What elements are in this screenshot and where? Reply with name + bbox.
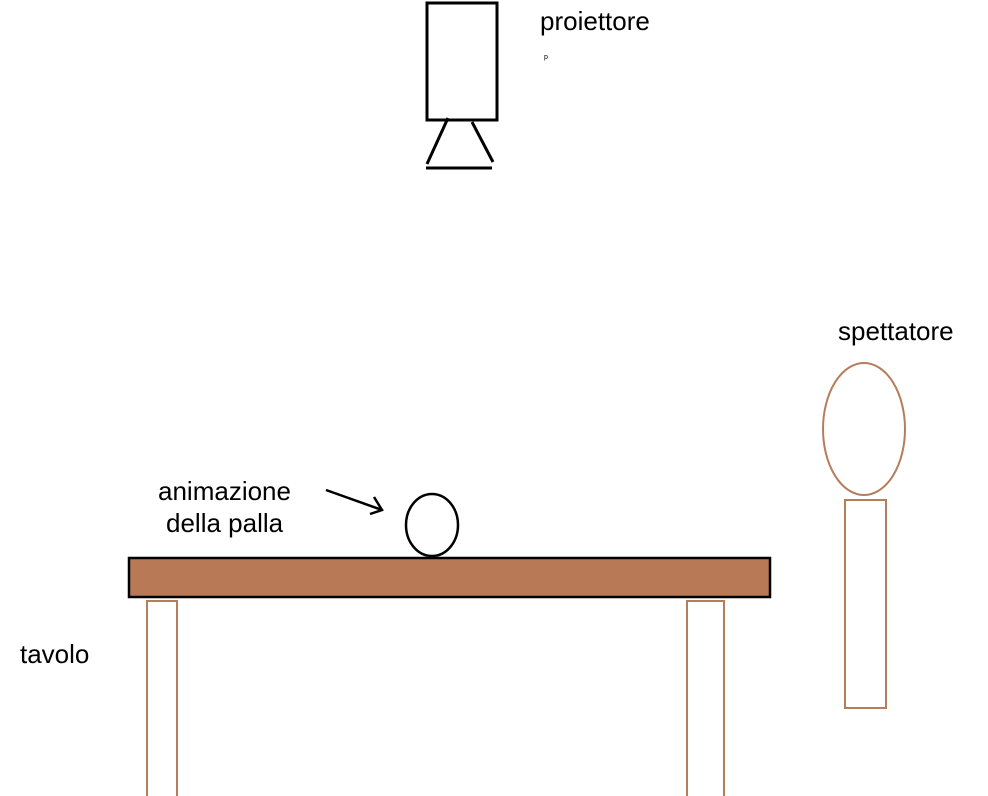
projector-note: p: [544, 54, 548, 61]
spectator-figure: [822, 362, 906, 709]
projector-label: proiettore: [540, 6, 650, 36]
table-top: [127, 556, 772, 599]
arrow-icon: [325, 488, 384, 516]
spectator-body: [844, 499, 887, 709]
table-leg-right: [686, 600, 725, 796]
ball-label-line1: animazione: [158, 476, 291, 506]
projector-icon: [425, 1, 499, 170]
ball-label-line2: della palla: [166, 508, 284, 538]
ball: [404, 492, 460, 558]
spectator-head: [822, 362, 906, 496]
spectator-label: spettatore: [838, 316, 954, 346]
table: [127, 556, 772, 796]
table-label: tavolo: [20, 639, 90, 669]
table-leg-left: [146, 600, 178, 796]
